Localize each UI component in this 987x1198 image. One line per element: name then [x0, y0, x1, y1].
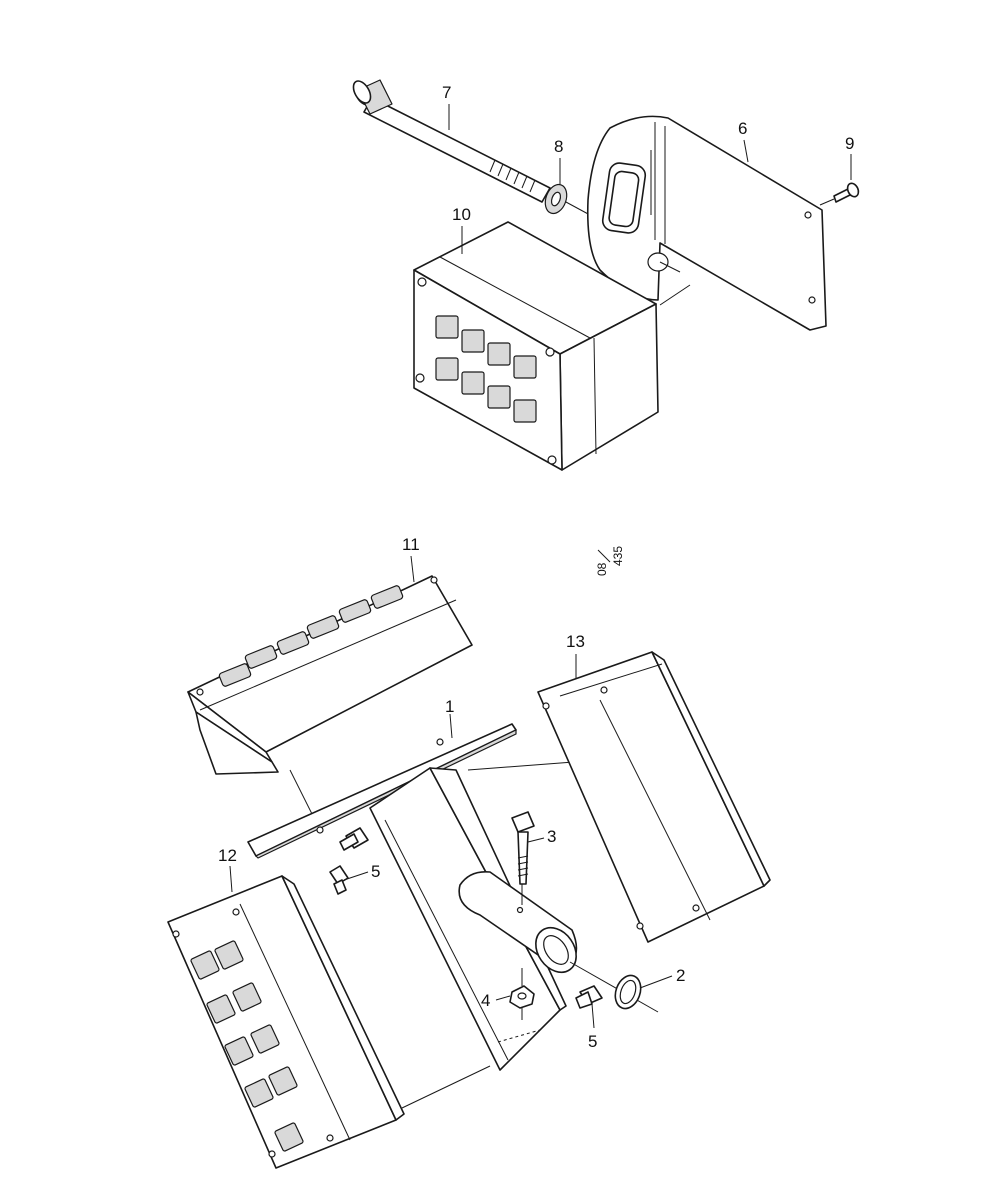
- part-5-screw-lower: [575, 985, 603, 1029]
- callout-10: 10: [452, 205, 471, 224]
- part-13-back-enclosure: [537, 651, 771, 943]
- callout-5-lower: 5: [588, 1032, 597, 1051]
- callout-7: 7: [442, 83, 451, 102]
- part-4-nut: [509, 968, 535, 1020]
- callout-leaders: [229, 104, 852, 1001]
- part-9-screw: [819, 182, 860, 206]
- callout-11: 11: [402, 535, 420, 554]
- enclosure-12-buttons: [190, 940, 304, 1152]
- part-12-front-button-enclosure: [167, 875, 405, 1169]
- part-8-washer: [544, 183, 568, 215]
- callout-5-upper: 5: [371, 862, 380, 881]
- callout-1: 1: [445, 697, 454, 716]
- enclosure-10-buttons: [435, 315, 537, 423]
- part-7-long-bolt: [352, 79, 591, 216]
- callout-4: 4: [481, 991, 490, 1010]
- reference-denominator: 435: [611, 546, 625, 566]
- callout-13: 13: [566, 632, 585, 651]
- reference-numerator: 08: [595, 562, 609, 576]
- part-10-button-enclosure: [413, 221, 659, 471]
- callout-3: 3: [547, 827, 556, 846]
- part-6-mounting-bracket: [586, 115, 827, 331]
- tube: [458, 870, 659, 1013]
- callout-12: 12: [218, 846, 237, 865]
- part-11-enclosure-lid: [187, 575, 473, 831]
- part-2-retaining-ring: [614, 974, 673, 1010]
- drawing-reference: 08 435: [595, 546, 625, 576]
- callout-8: 8: [554, 137, 563, 156]
- part-5-screw-upper: [329, 827, 369, 895]
- callout-labels: 7 8 6 9 10 11 13 1 3 12 5 2 4 5: [218, 83, 854, 1051]
- callout-6: 6: [738, 119, 747, 138]
- callout-9: 9: [845, 134, 854, 153]
- callout-2: 2: [676, 966, 685, 985]
- part-3-bolt: [511, 811, 535, 905]
